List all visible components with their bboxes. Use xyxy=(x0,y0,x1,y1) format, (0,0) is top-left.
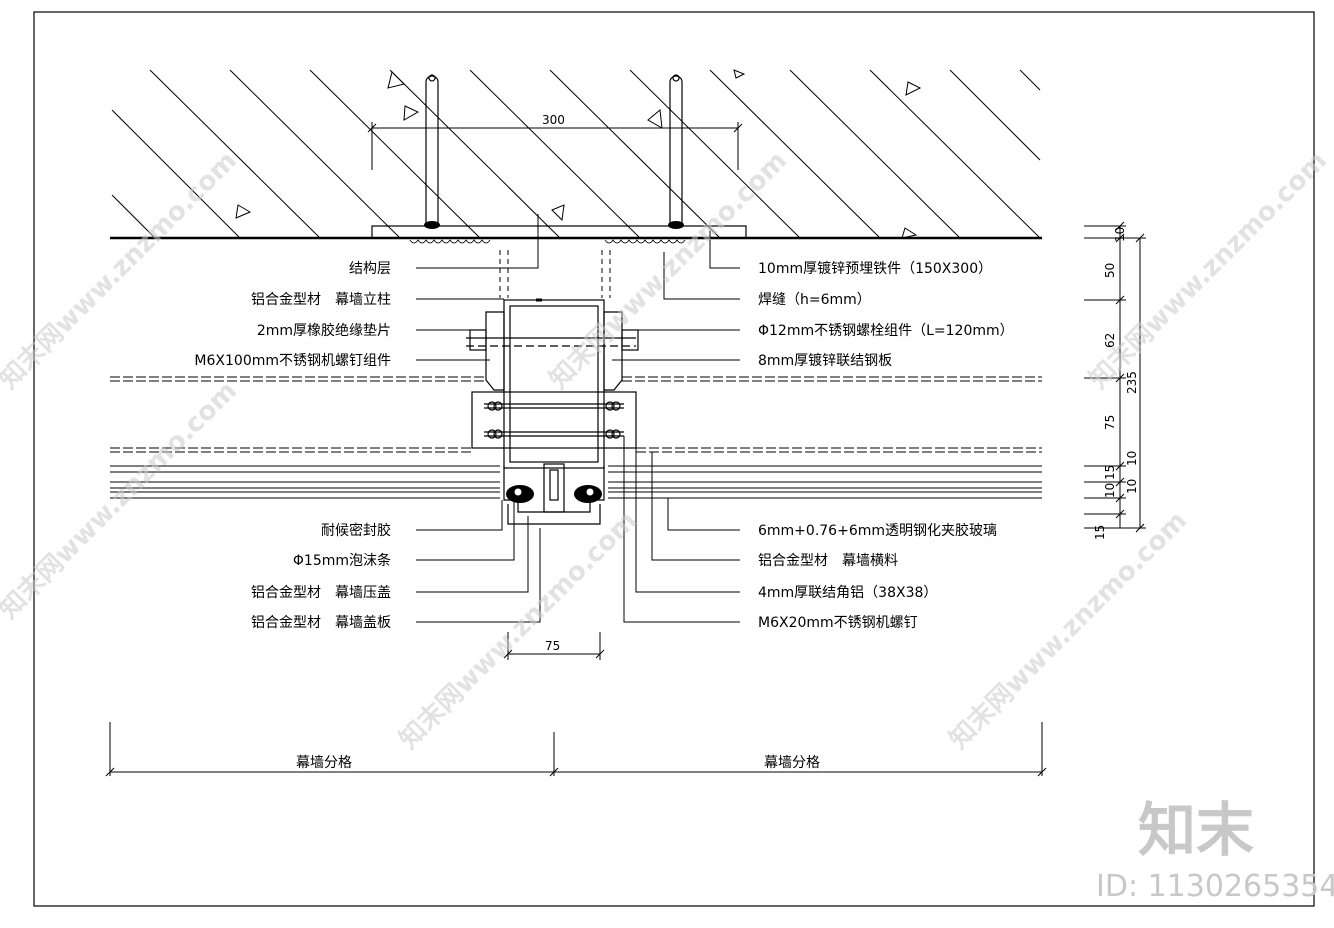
watermark-text: 知末网www.znzmo.com xyxy=(544,146,793,395)
transom-lines xyxy=(110,376,1042,453)
aggregate-triangles xyxy=(235,69,922,239)
label-bolt-assembly: Φ12mm不锈钢螺栓组件（L=120mm） xyxy=(758,323,1014,339)
angle-aluminum xyxy=(471,391,637,449)
label-machine-screw-m6x20: M6X20mm不锈钢机螺钉 xyxy=(758,615,918,631)
dimension-300 xyxy=(367,122,743,170)
dim-right-15b: 15 xyxy=(1093,525,1107,540)
grid-label-left: 幕墙分格 xyxy=(296,755,352,771)
dim-right-15: 15 xyxy=(1103,465,1117,480)
watermark-text: 知末网www.znzmo.com xyxy=(1084,146,1333,395)
dimension-75-bottom-label: 75 xyxy=(545,639,560,653)
anchor-bolt-right xyxy=(669,74,683,226)
label-pressure-plate: 铝合金型材 幕墙压盖 xyxy=(251,585,391,601)
left-leader-lines xyxy=(416,214,541,623)
dim-right-75: 75 xyxy=(1103,415,1117,430)
drawing-frame xyxy=(33,11,1315,907)
resource-id: ID: 1130265354 xyxy=(1096,869,1334,904)
glass-panels xyxy=(110,465,1042,499)
label-foam-rod: Φ15mm泡沫条 xyxy=(293,552,391,569)
label-cover-plate: 铝合金型材 幕墙盖板 xyxy=(251,615,391,631)
right-dimension-chain xyxy=(1084,221,1146,533)
break-lines xyxy=(499,250,611,298)
pressure-cap xyxy=(503,463,605,525)
watermark-text: 知末网www.znzmo.com xyxy=(944,506,1193,755)
watermark-text: 知末网www.znzmo.com xyxy=(0,376,243,625)
label-weld: 焊缝（h=6mm） xyxy=(758,292,871,308)
foam-rod xyxy=(513,487,595,497)
dim-right-62: 62 xyxy=(1103,333,1117,348)
connection-plates xyxy=(466,311,639,391)
brand-logo: 知末 xyxy=(1138,796,1254,864)
label-transom: 铝合金型材 幕墙横料 xyxy=(758,553,898,569)
concrete-hatch xyxy=(111,69,1041,239)
dim-right-10d: 10 xyxy=(1103,483,1117,498)
right-leader-lines xyxy=(612,230,740,623)
label-sealant: 耐候密封胶 xyxy=(321,522,391,539)
label-embed-plate: 10mm厚镀锌预埋铁件（150X300） xyxy=(758,260,992,277)
dim-right-10a: 10 xyxy=(1113,227,1127,242)
label-structure-layer: 结构层 xyxy=(349,261,391,277)
dimension-300-label: 300 xyxy=(542,113,565,127)
grid-dimension xyxy=(105,722,1047,777)
anchor-bolt-left xyxy=(425,74,439,226)
label-laminated-glass: 6mm+0.76+6mm透明钢化夹胶玻璃 xyxy=(758,522,997,539)
weld-seams xyxy=(424,221,684,229)
dim-right-10b: 10 xyxy=(1125,451,1139,466)
weld-hatch xyxy=(409,239,686,244)
label-machine-screw-m6x100: M6X100mm不锈钢机螺钉组件 xyxy=(194,353,391,369)
dim-right-50: 50 xyxy=(1103,263,1117,278)
dim-right-10c: 10 xyxy=(1125,479,1139,494)
watermark-text: 知末网www.znzmo.com xyxy=(394,506,643,755)
dimension-75-bottom xyxy=(503,632,605,660)
label-rubber-pad: 2mm厚橡胶绝缘垫片 xyxy=(257,322,391,339)
label-mullion: 铝合金型材 幕墙立柱 xyxy=(251,292,391,308)
label-connecting-plate: 8mm厚镀锌联结钢板 xyxy=(758,352,892,369)
grid-label-right: 幕墙分格 xyxy=(764,755,820,771)
label-angle-aluminum: 4mm厚联结角铝（38X38） xyxy=(758,585,937,601)
dim-right-235: 235 xyxy=(1125,371,1139,394)
